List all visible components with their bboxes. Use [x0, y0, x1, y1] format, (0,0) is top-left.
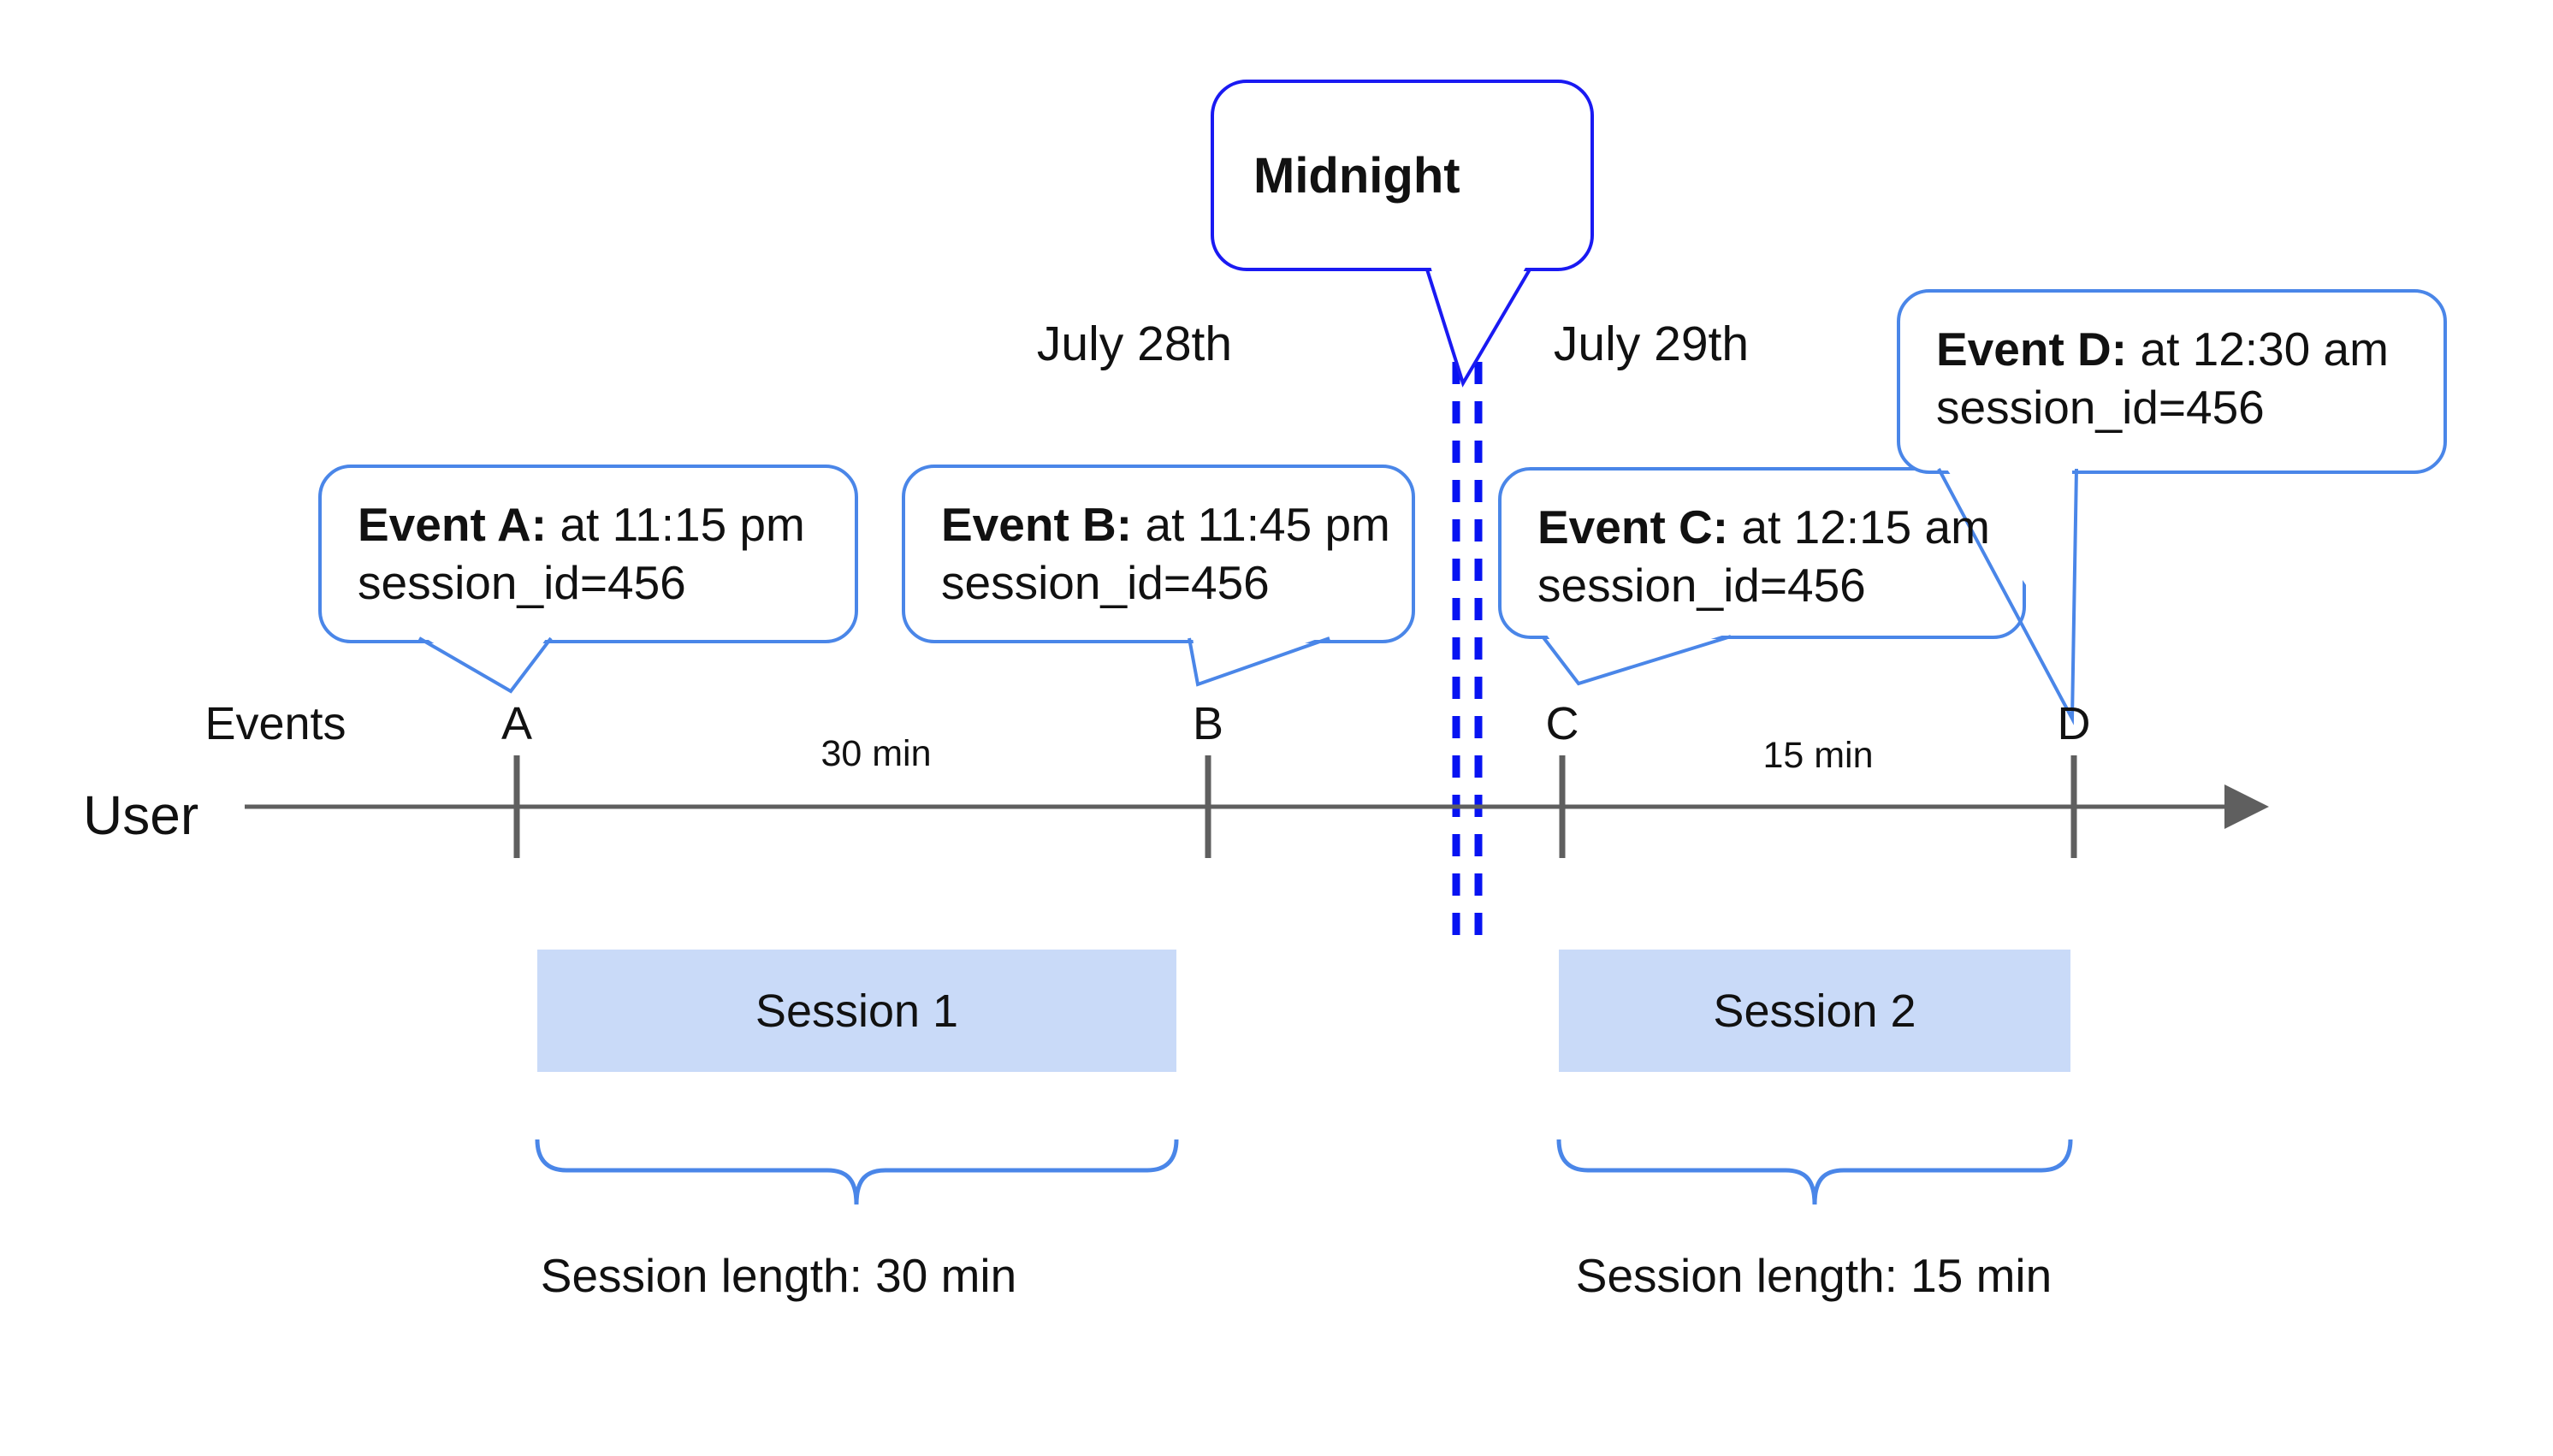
event-c-session-line: session_id=456: [1537, 559, 1866, 612]
event-b-callout-text: Event B:at 11:45 pm session_id=456: [903, 466, 1413, 612]
interval-label-15min: 15 min: [1762, 735, 1874, 776]
event-c-callout-shape: [1498, 467, 2026, 686]
event-b-title-line: Event B:at 11:45 pm: [941, 498, 1390, 551]
user-timeline-axis: [245, 784, 2269, 829]
session1-length-label: Session length: 30 min: [540, 1249, 1017, 1302]
event-tick-marks: [513, 755, 2077, 858]
date-label-july-29: July 29th: [1553, 317, 1750, 371]
midnight-dashed-lines: [1452, 362, 1483, 937]
event-b-callout-shape: [902, 465, 1415, 687]
event-c-callout-text: Event C:at 12:15 am session_id=456: [1500, 469, 2024, 614]
session2-box-label: Session 2: [1713, 985, 1916, 1037]
event-a-callout-shape: [318, 465, 858, 694]
event-d-session-line: session_id=456: [1936, 381, 2265, 434]
event-a-title-line: Event A:at 11:15 pm: [358, 498, 805, 551]
session2-brace: [1556, 1139, 2073, 1205]
event-b-session-line: session_id=456: [941, 556, 1270, 609]
date-label-july-28: July 28th: [1036, 317, 1233, 371]
session1-brace: [535, 1139, 1179, 1205]
event-d-title-line: Event D:at 12:30 am: [1936, 323, 2389, 376]
midnight-callout-label: Midnight: [1253, 147, 1460, 204]
marker-label-a: A: [501, 698, 533, 749]
events-row-label: Events: [204, 698, 347, 749]
event-a-callout-text: Event A:at 11:15 pm session_id=456: [320, 466, 856, 612]
event-a-session-line: session_id=456: [358, 556, 686, 609]
marker-label-b: B: [1192, 698, 1224, 749]
event-c-title-line: Event C:at 12:15 am: [1537, 500, 1990, 553]
marker-label-c: C: [1545, 698, 1579, 749]
marker-label-d: D: [2057, 698, 2091, 749]
user-axis-label: User: [83, 784, 199, 846]
interval-label-30min: 30 min: [820, 733, 932, 774]
session1-box-label: Session 1: [755, 985, 959, 1037]
session2-length-label: Session length: 15 min: [1575, 1249, 2052, 1302]
arrowhead-icon: [2224, 784, 2269, 829]
midnight-callout-shape: [1211, 80, 1594, 388]
event-d-callout-shape: [1897, 289, 2447, 725]
session1-box: Session 1: [537, 950, 1176, 1072]
event-d-callout-text: Event D:at 12:30 am session_id=456: [1898, 291, 2445, 436]
session2-box: Session 2: [1559, 950, 2070, 1072]
